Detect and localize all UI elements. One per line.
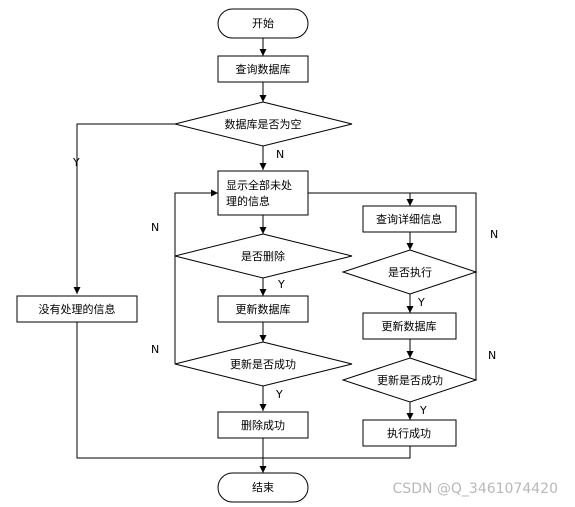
- edge-noinfo-end: [76, 322, 263, 459]
- update-db-right-label: 更新数据库: [382, 319, 437, 333]
- confirm-delete-decision: [174, 233, 353, 279]
- no-info-box: [16, 295, 138, 323]
- query-detail-label: 查询详细信息: [376, 212, 442, 226]
- db-empty-decision: [174, 101, 353, 147]
- watermark-text: CSDN @Q_3461074420: [393, 481, 558, 497]
- edge-empty-noinfo: [73, 123, 175, 294]
- update-success-right-label: 更新是否成功: [377, 373, 443, 387]
- edge-label-update-right-no: N: [488, 349, 496, 362]
- edge-executed-end: [263, 446, 411, 459]
- edge-label-update-right-yes: Y: [419, 404, 427, 417]
- update-success-left-label: 更新是否成功: [230, 357, 296, 371]
- confirm-execute-label: 是否执行: [388, 265, 432, 279]
- show-unprocessed-box: [217, 170, 309, 216]
- query-db-label: 查询数据库: [236, 62, 291, 76]
- edge-label-update-left-yes: Y: [275, 388, 283, 401]
- confirm-delete-label: 是否删除: [241, 249, 285, 263]
- update-success-left-decision: [174, 341, 353, 387]
- delete-success-label: 删除成功: [241, 418, 285, 432]
- edge-label-execute-yes: Y: [417, 296, 425, 309]
- start-label: 开始: [252, 16, 274, 30]
- query-detail-box: [362, 205, 457, 233]
- update-success-right-decision: [341, 357, 478, 403]
- no-info-label: 没有处理的信息: [39, 302, 116, 316]
- edge-label-update-left-no: N: [151, 343, 159, 356]
- edge-label-delete-yes: Y: [277, 278, 285, 291]
- update-db-left-box: [217, 295, 309, 323]
- edge-label-empty-no: N: [276, 148, 284, 161]
- end-label: 结束: [252, 481, 274, 494]
- end-node: [217, 472, 309, 503]
- edge-execute-no: [410, 192, 477, 272]
- update-db-left-label: 更新数据库: [236, 302, 291, 316]
- edge-show-detail: [308, 192, 414, 206]
- show-unprocessed-line1: 显示全部未处: [226, 178, 292, 192]
- show-unprocessed-line2: 理的信息: [226, 194, 270, 208]
- connectors: [73, 38, 477, 473]
- delete-success-box: [217, 411, 309, 439]
- edge-label-execute-no: N: [490, 228, 498, 241]
- query-db-box: [217, 55, 309, 83]
- edge-label-delete-no: N: [151, 221, 159, 234]
- edge-label-empty-yes: Y: [72, 156, 80, 169]
- execute-success-box: [362, 419, 457, 447]
- execute-success-label: 执行成功: [387, 426, 431, 440]
- db-empty-label: 数据库是否为空: [225, 117, 302, 131]
- update-db-right-box: [362, 312, 457, 340]
- confirm-execute-decision: [341, 249, 478, 295]
- start-node: [217, 8, 309, 39]
